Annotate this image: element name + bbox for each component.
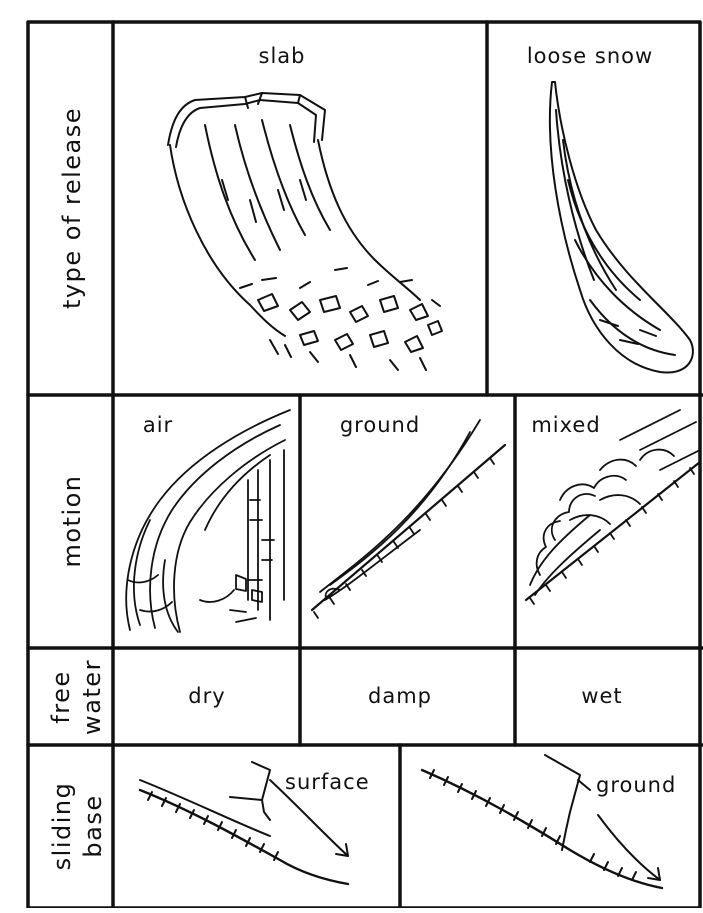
label-slab: slab xyxy=(259,44,306,68)
row-header-type-of-release: type of release xyxy=(58,107,86,309)
slab-avalanche-sketch xyxy=(168,93,442,370)
label-dry: dry xyxy=(188,684,225,708)
loose-snow-avalanche-sketch xyxy=(550,82,693,372)
label-wet: wet xyxy=(581,684,622,708)
ground-avalanche-sketch xyxy=(312,420,505,618)
row-header-free: free xyxy=(47,670,75,723)
label-ground-motion: ground xyxy=(340,413,420,437)
label-ground-base: ground xyxy=(596,773,676,797)
row-header-motion: motion xyxy=(58,474,86,567)
label-damp: damp xyxy=(368,684,432,708)
air-avalanche-sketch xyxy=(126,410,290,632)
row-header-base: base xyxy=(79,794,107,857)
row-header-sliding: sliding xyxy=(48,782,76,871)
mixed-avalanche-sketch xyxy=(526,410,700,604)
row-header-water: water xyxy=(78,659,106,735)
label-air: air xyxy=(143,413,173,437)
label-mixed: mixed xyxy=(531,413,600,437)
label-loose-snow: loose snow xyxy=(527,44,653,68)
label-surface: surface xyxy=(285,770,370,794)
